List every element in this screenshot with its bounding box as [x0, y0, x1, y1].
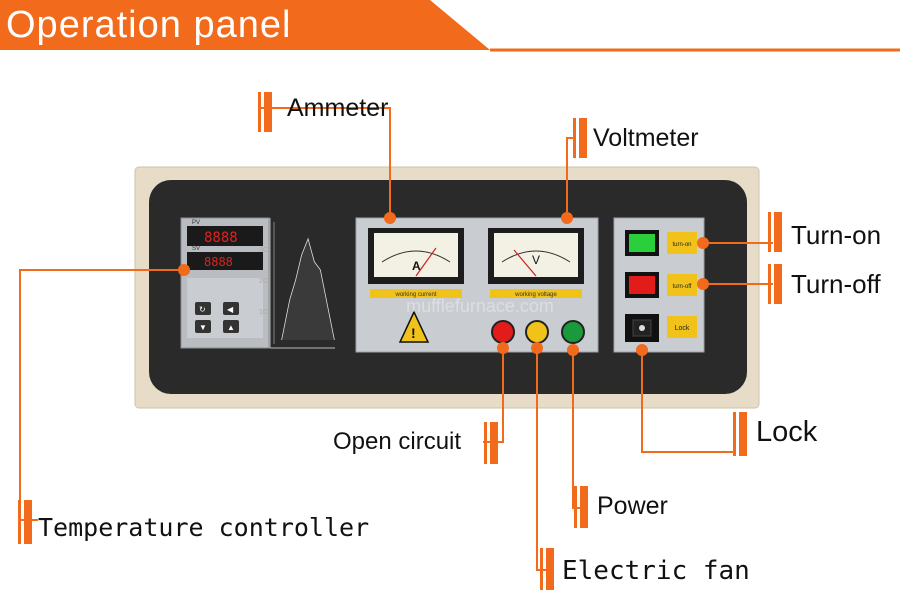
title-banner	[0, 0, 900, 52]
turn-on-callout: Turn-on	[791, 220, 882, 250]
switch-plate: turn-on turn-off Lock	[613, 217, 705, 353]
chart-tick-label: 2C	[259, 278, 268, 285]
ammeter-callout: Ammeter	[287, 94, 389, 122]
power-callout: Power	[597, 492, 668, 520]
turn-off-switch[interactable]	[629, 276, 655, 294]
watermark: mufflefurnace.com	[406, 296, 554, 316]
open-circuit-lamp	[491, 320, 515, 344]
lock-key[interactable]	[667, 316, 697, 338]
open-circuit-callout: Open circuit	[333, 428, 462, 455]
svg-text:▲: ▲	[227, 323, 235, 332]
turn-off-key[interactable]	[667, 274, 697, 296]
ammeter-unit: A	[412, 259, 421, 273]
temperature-chart-graphic: 3C 2C 1C	[259, 218, 335, 349]
electric-fan-lamp	[525, 320, 549, 344]
controller-cycle-key[interactable]	[195, 302, 211, 315]
temperature-controller: PV 8888 SV 8888 ↻ ◀ ▼ ▲	[180, 217, 270, 349]
turn-on-key-label: turn-on	[672, 242, 691, 248]
chart-tick-label: 3C	[259, 247, 268, 254]
lock-callout: Lock	[756, 416, 818, 448]
lock-icon	[639, 325, 645, 331]
indicator-lamps	[491, 320, 585, 344]
page-title: Operation panel	[6, 4, 292, 46]
controller-sv-label: SV	[192, 246, 200, 252]
voltmeter-plate-label: working voltage	[514, 292, 557, 298]
svg-text:◀: ◀	[227, 305, 234, 314]
meter-plate: A working current V working voltage !	[355, 217, 599, 353]
power-lamp	[561, 320, 585, 344]
turn-off-key-label: turn-off	[673, 284, 692, 290]
chart-tick-label: 1C	[259, 309, 268, 316]
voltmeter-unit: V	[532, 253, 540, 267]
warning-icon	[398, 310, 430, 343]
svg-text:▼: ▼	[199, 323, 207, 332]
controller-pv-display: 8888	[204, 230, 238, 246]
turn-on-switch[interactable]	[629, 234, 655, 252]
turn-off-callout: Turn-off	[791, 269, 881, 299]
temperature-controller-callout: Temperature controller	[38, 513, 370, 542]
controller-pv-label: PV	[192, 220, 200, 226]
controller-left-key[interactable]	[223, 302, 239, 315]
svg-text:↻: ↻	[199, 305, 206, 314]
controller-down-key[interactable]	[195, 320, 211, 333]
voltmeter-callout: Voltmeter	[593, 124, 699, 152]
lock-key-label: Lock	[675, 325, 690, 332]
electric-fan-callout: Electric fan	[562, 556, 750, 586]
controller-sv-display: 8888	[204, 255, 233, 269]
ammeter-plate-label: working current	[394, 292, 436, 298]
svg-text:!: !	[411, 325, 416, 341]
controller-up-key[interactable]	[223, 320, 239, 333]
turn-on-key[interactable]	[667, 232, 697, 254]
callout-bars	[18, 92, 782, 590]
